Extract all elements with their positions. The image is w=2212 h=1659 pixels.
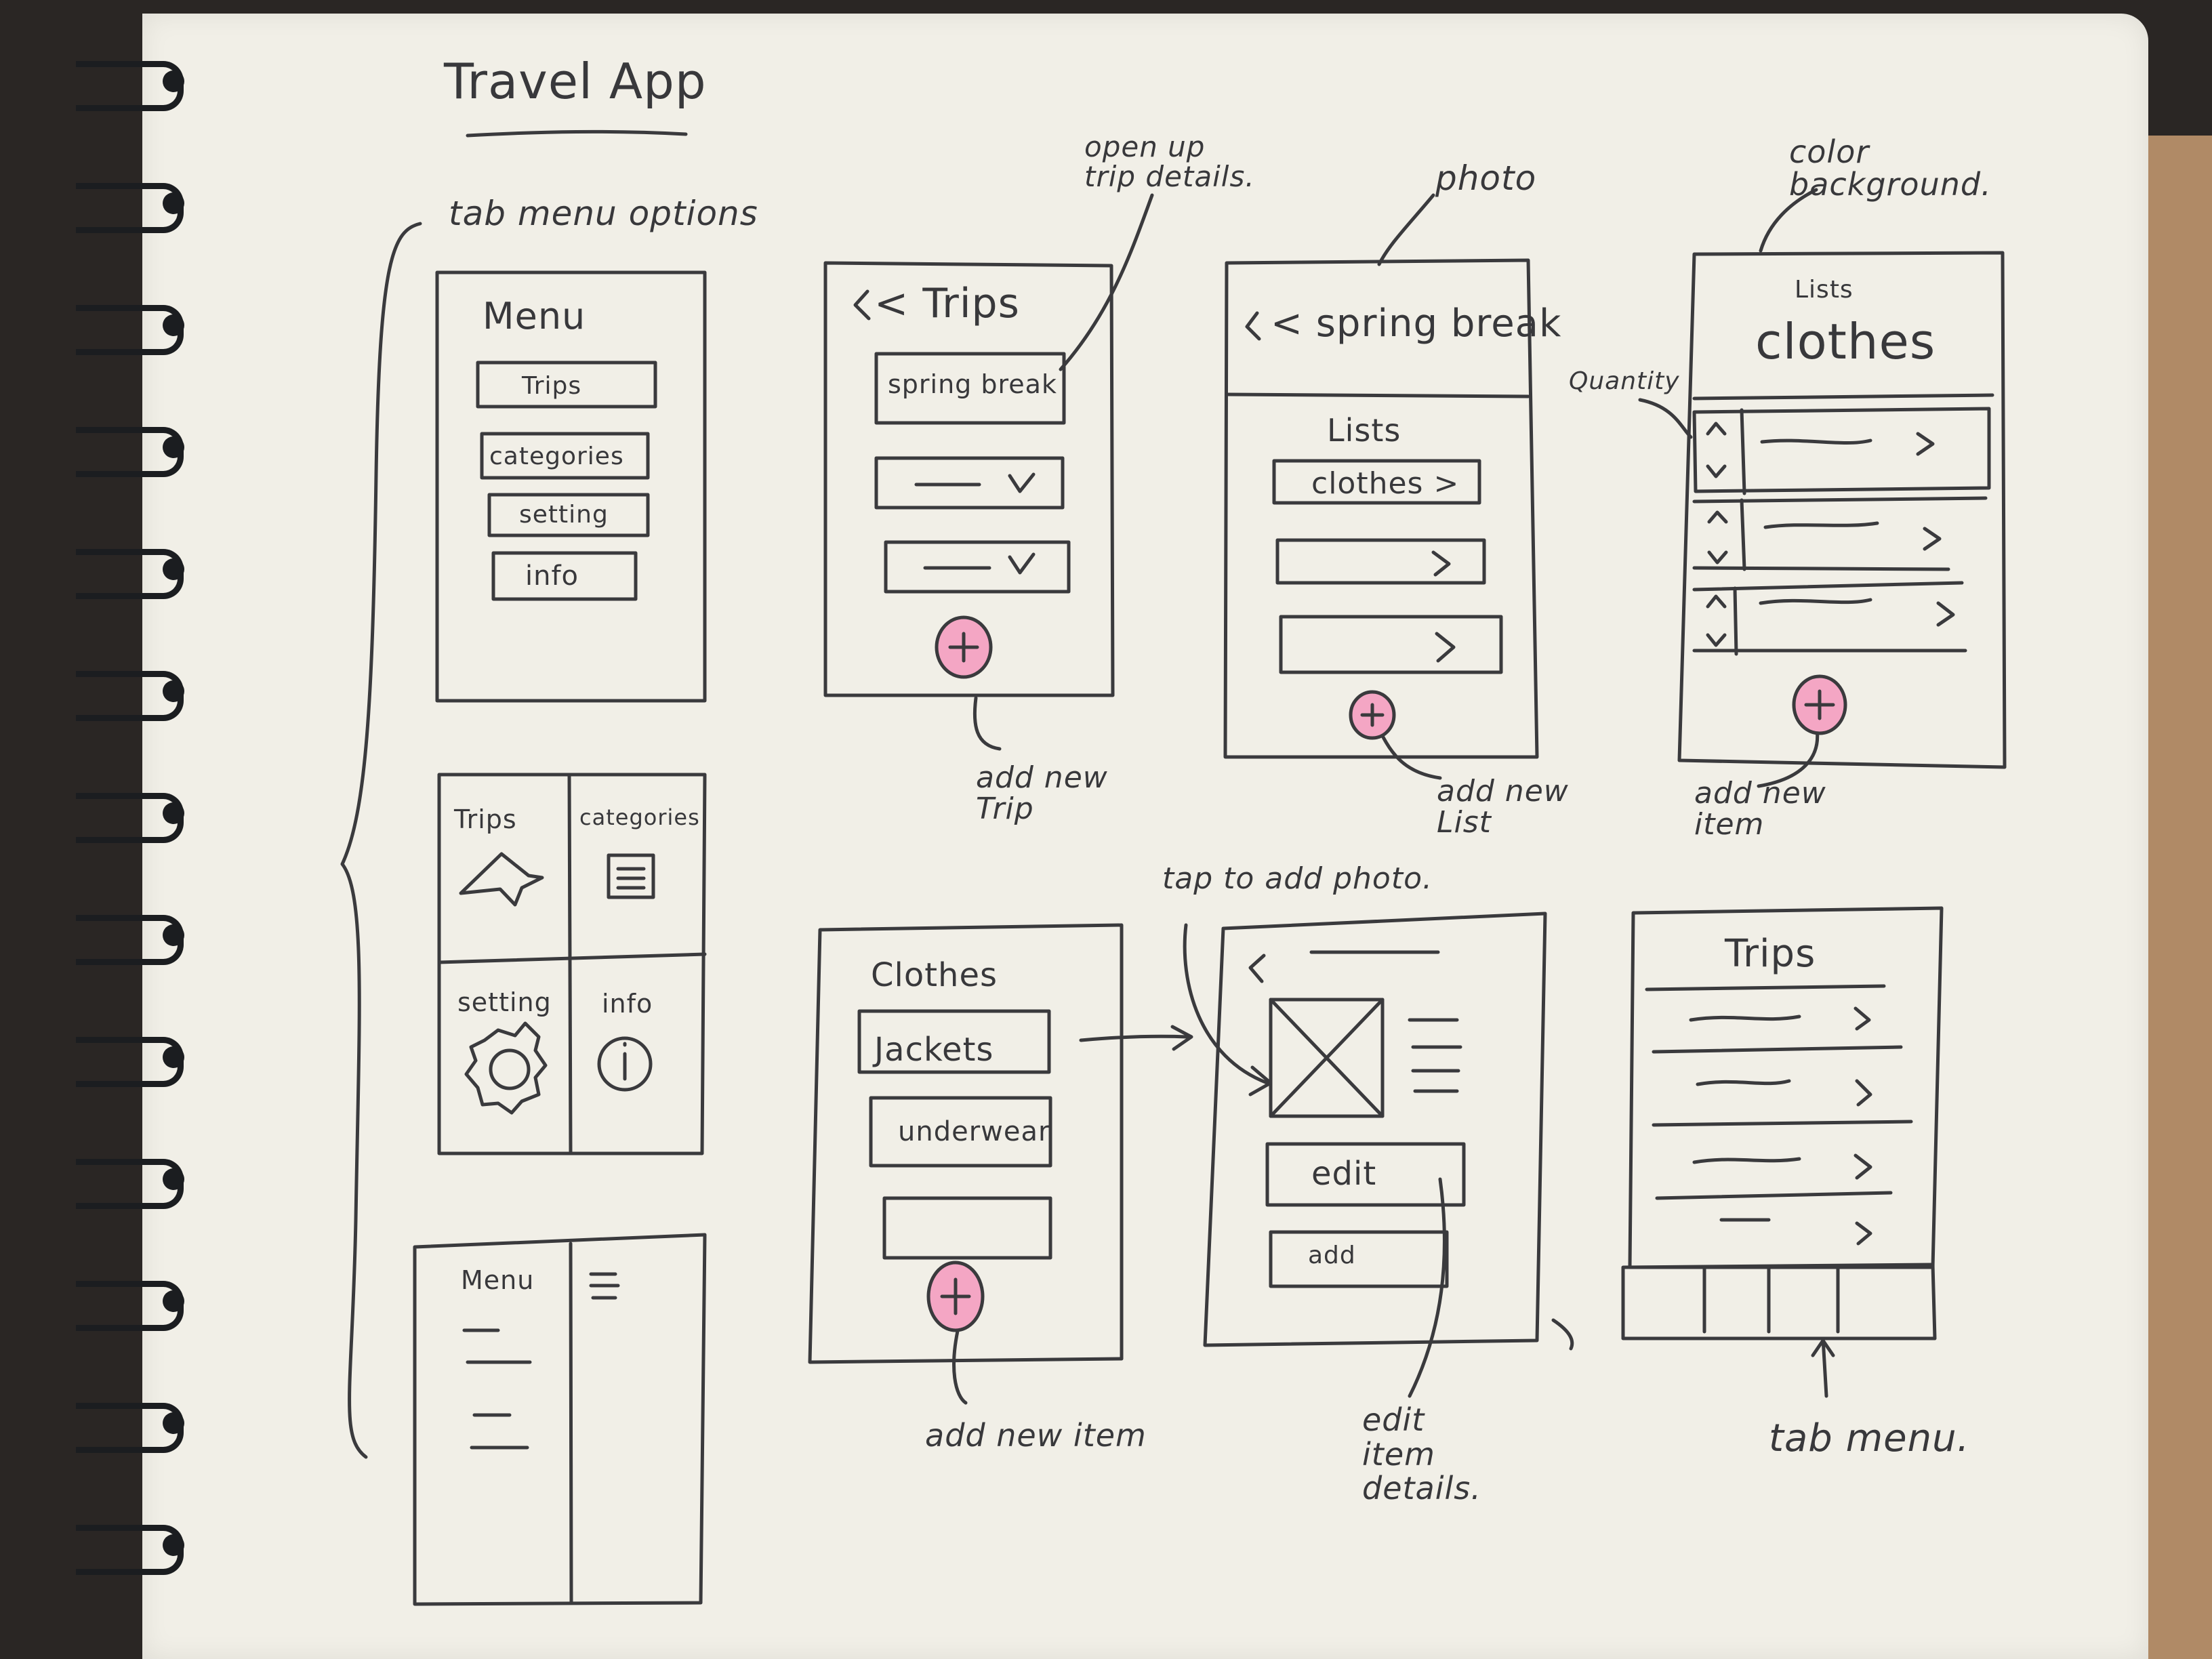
tab-menu-options-label: tab menu options xyxy=(449,194,758,233)
grid-cell-setting[interactable]: setting xyxy=(457,987,552,1017)
menu-screen-frame xyxy=(435,270,707,703)
add-new-list-annotation: add new List xyxy=(1437,774,1569,840)
clothes-screen-title: Clothes xyxy=(871,956,998,994)
desk-background xyxy=(2142,136,2212,1659)
menu-item-info[interactable]: info xyxy=(525,560,579,592)
spiral-hole xyxy=(163,1046,184,1068)
quantity-annotation: Quantity xyxy=(1569,367,1680,395)
image-placeholder-icon xyxy=(1269,998,1385,1118)
add-new-trip-annotation: add new Trip xyxy=(976,760,1108,827)
add-button[interactable]: add xyxy=(1308,1242,1356,1269)
spiral-hole xyxy=(163,436,184,458)
spiral-hole xyxy=(163,70,184,92)
add-new-item-annotation-2: add new item xyxy=(925,1417,1147,1454)
drawer-title: Menu xyxy=(461,1265,535,1295)
list-row-clothes[interactable]: clothes > xyxy=(1311,466,1460,501)
photo-annotation: photo xyxy=(1435,159,1537,198)
spiral-hole xyxy=(163,1412,184,1434)
tap-to-add-photo-annotation: tap to add photo. xyxy=(1162,861,1433,896)
spiral-hole xyxy=(163,924,184,946)
menu-screen-title: Menu xyxy=(483,295,586,337)
plane-icon xyxy=(459,852,544,907)
tab-trips-title: Trips xyxy=(1725,932,1816,976)
tab-menu-annotation: tab menu. xyxy=(1769,1416,1970,1460)
trips-screen-title[interactable]: < Trips xyxy=(874,280,1020,327)
notebook-page xyxy=(142,14,2148,1659)
spiral-hole xyxy=(163,1290,184,1312)
lists-label: Lists xyxy=(1327,412,1401,449)
grid-cell-categories[interactable]: categories xyxy=(579,804,700,830)
gear-icon xyxy=(464,1021,548,1115)
edit-item-details-annotation: edit item details. xyxy=(1362,1401,1481,1507)
hamburger-icon xyxy=(589,1272,620,1300)
spiral-hole xyxy=(163,314,184,336)
spiral-hole xyxy=(163,680,184,702)
item-row-jackets[interactable]: Jackets xyxy=(874,1031,994,1069)
info-icon xyxy=(597,1036,653,1092)
open-trip-annotation: open up trip details. xyxy=(1084,130,1255,194)
menu-item-trips[interactable]: Trips xyxy=(522,372,582,400)
color-background-annotation: color background. xyxy=(1789,134,1992,203)
add-new-item-annotation: add new item xyxy=(1694,776,1826,842)
grid-cell-info[interactable]: info xyxy=(602,989,653,1019)
spiral-hole xyxy=(163,558,184,580)
menu-item-setting[interactable]: setting xyxy=(519,501,609,529)
lists-clothes-title: clothes xyxy=(1755,313,1936,370)
spiral-hole xyxy=(163,802,184,824)
item-row-underwear[interactable]: underwear xyxy=(898,1116,1050,1147)
page-title: Travel App xyxy=(444,53,707,110)
spiral-hole xyxy=(163,1534,184,1556)
spiral-hole xyxy=(163,1168,184,1190)
trip-row-spring-break[interactable]: spring break xyxy=(888,369,1057,399)
edit-button[interactable]: edit xyxy=(1311,1155,1377,1193)
spiral-hole xyxy=(163,192,184,214)
spring-break-title[interactable]: < spring break xyxy=(1271,302,1562,346)
list-icon xyxy=(607,853,655,899)
grid-cell-trips[interactable]: Trips xyxy=(454,804,517,834)
menu-item-categories[interactable]: categories xyxy=(489,443,624,470)
lists-small-label: Lists xyxy=(1795,276,1853,304)
